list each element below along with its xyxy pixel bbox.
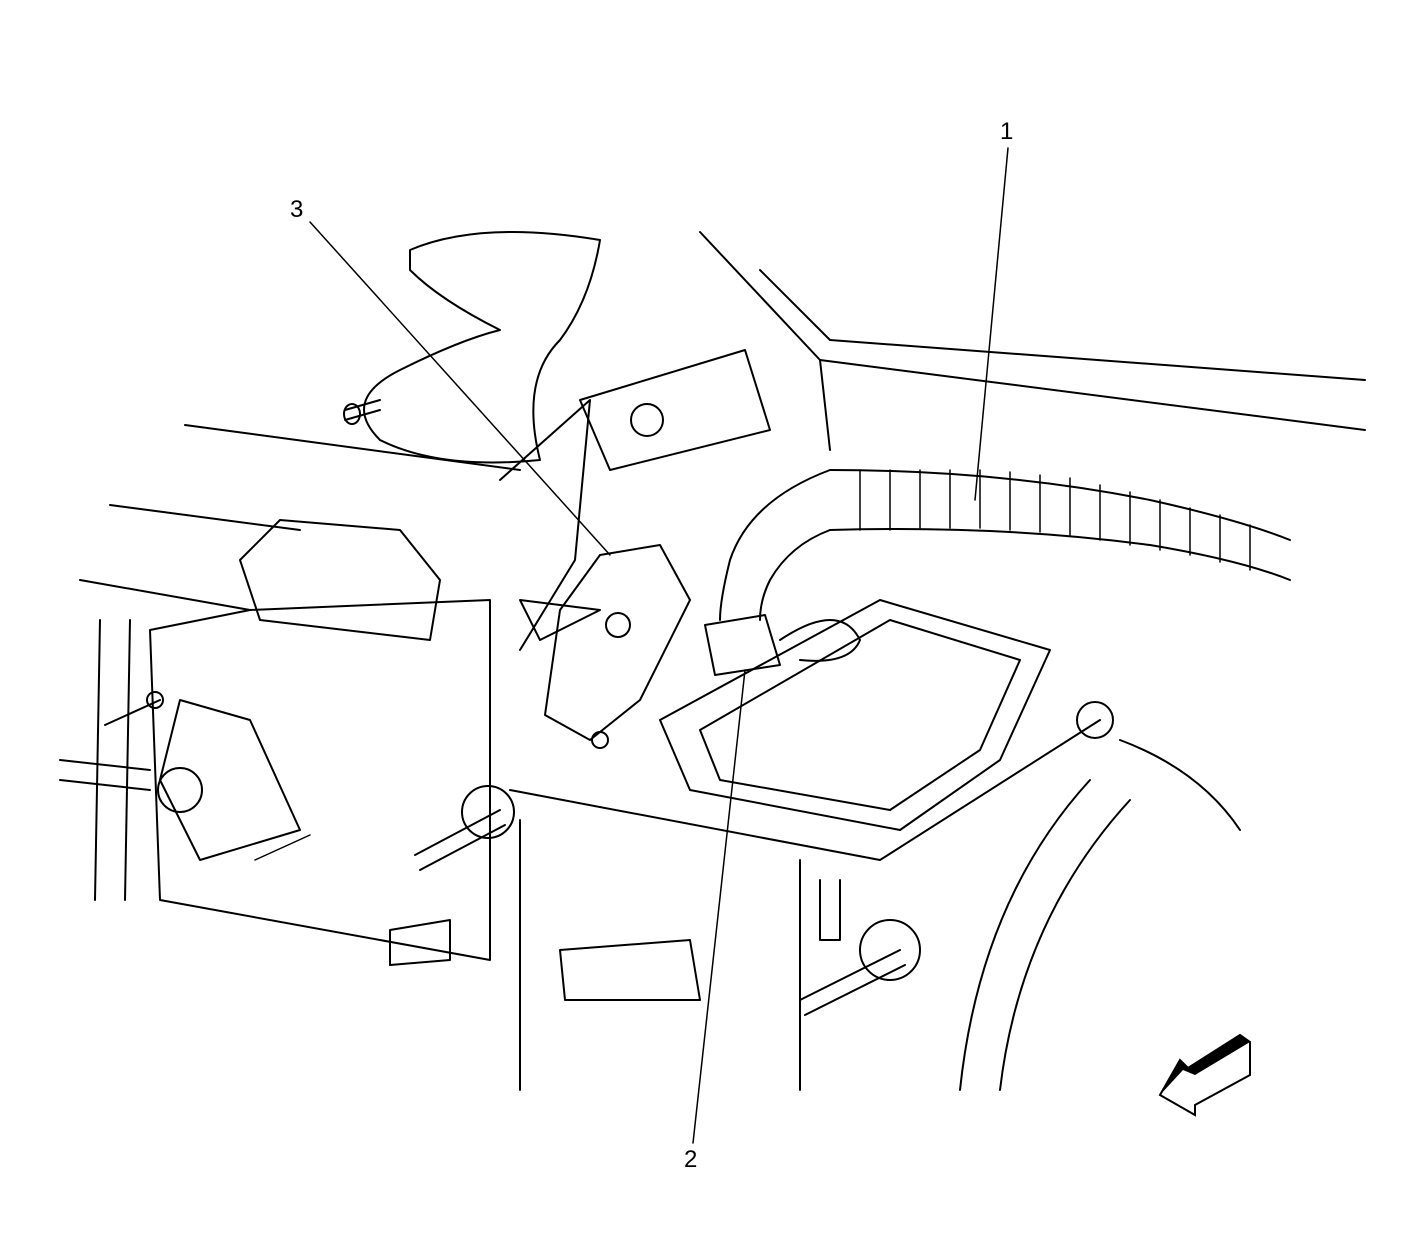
studs: [414, 785, 921, 1016]
leader-line-2: [692, 669, 746, 1144]
callout-2: 2: [684, 1146, 698, 1173]
wiring-harness: [719, 469, 1291, 621]
sensor-module: [519, 544, 691, 749]
left-housing: [94, 519, 491, 961]
leader-line-1: [974, 147, 1009, 501]
harness-connector: [704, 614, 861, 676]
callout-1: 1: [1000, 118, 1014, 145]
view-direction-arrow-icon: [1158, 1033, 1251, 1117]
leader-line-3: [309, 221, 611, 556]
leader-lines: [309, 147, 1009, 1144]
fender-shape: [343, 231, 601, 464]
callout-3: 3: [290, 196, 304, 223]
lower-structure: [389, 779, 1131, 1091]
lower-tray: [509, 599, 1241, 861]
mounting-bracket: [499, 349, 771, 651]
body-panel-lines: [59, 231, 1366, 791]
